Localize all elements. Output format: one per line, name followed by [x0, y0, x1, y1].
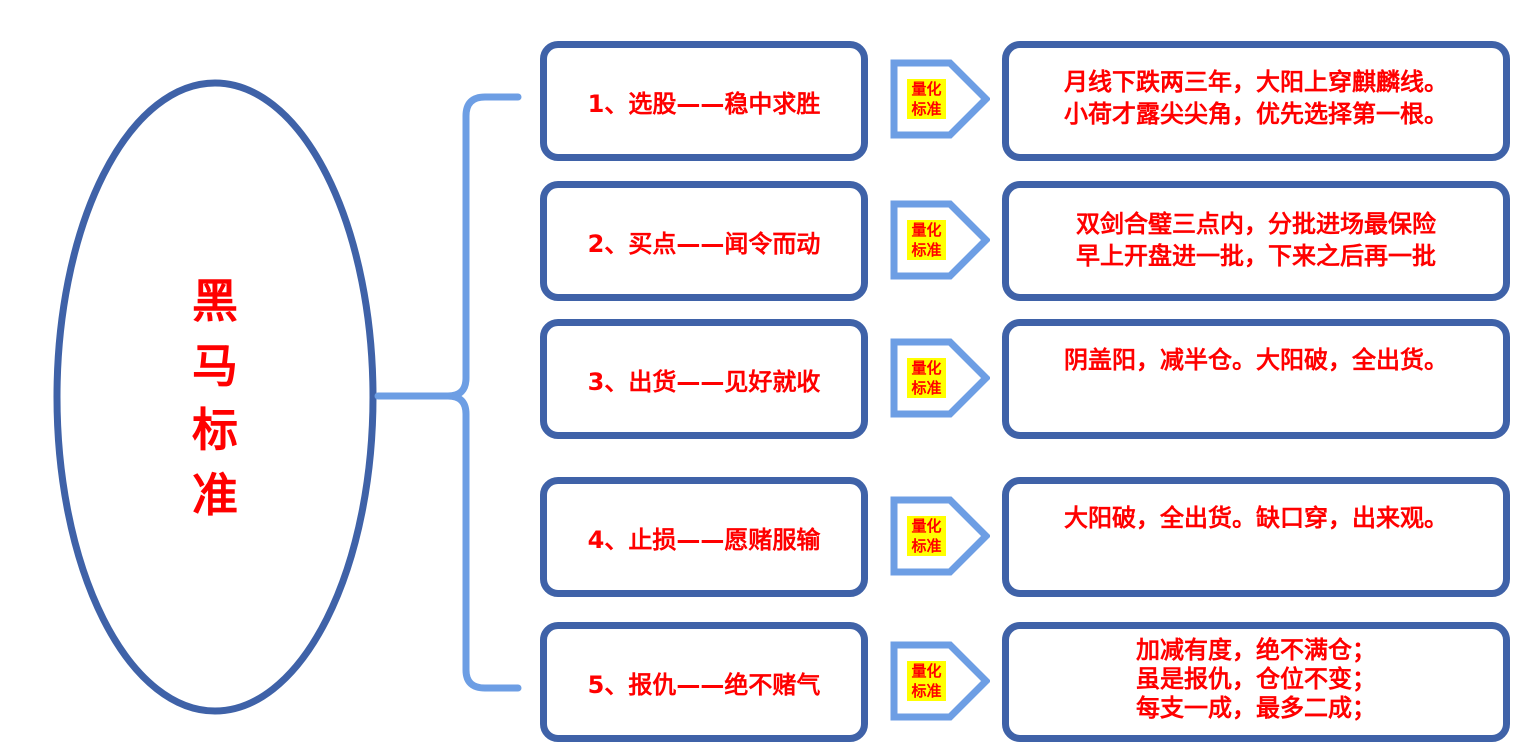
description-line: 每支一成，最多二成；: [1136, 694, 1376, 722]
step-label: 2、买点——闻令而动: [587, 229, 821, 258]
tag-label: 量化标准: [907, 661, 946, 701]
tag-label: 量化标准: [907, 220, 946, 260]
quantified-standard-arrow-5: 量化标准: [890, 641, 990, 721]
step-box-5: 5、报仇——绝不赌气: [540, 622, 868, 742]
description-line: 月线下跌两三年，大阳上穿麒麟线。: [1064, 68, 1448, 96]
quantified-standard-arrow-2: 量化标准: [890, 200, 990, 280]
step-label: 5、报仇——绝不赌气: [587, 670, 821, 699]
tag-label: 量化标准: [907, 516, 946, 556]
description-box-2: 双剑合璧三点内，分批进场最保险 早上开盘进一批，下来之后再一批: [1002, 181, 1510, 301]
description-box-1: 月线下跌两三年，大阳上穿麒麟线。 小荷才露尖尖角，优先选择第一根。: [1002, 41, 1510, 161]
tag-label: 量化标准: [907, 79, 946, 119]
quantified-standard-arrow-4: 量化标准: [890, 496, 990, 576]
description-line: 加减有度，绝不满仓；: [1136, 636, 1376, 664]
step-box-1: 1、选股——稳中求胜: [540, 41, 868, 161]
description-line: 大阳破，全出货。缺口穿，出来观。: [1064, 504, 1448, 532]
step-label: 4、止损——愿赌服输: [587, 525, 821, 554]
step-label: 1、选股——稳中求胜: [587, 89, 821, 118]
step-box-4: 4、止损——愿赌服输: [540, 477, 868, 597]
description-line: 双剑合璧三点内，分批进场最保险: [1076, 210, 1436, 238]
description-line: 虽是报仇，仓位不变；: [1136, 665, 1376, 693]
description-line: 阴盖阳，减半仓。大阳破，全出货。: [1064, 346, 1448, 374]
quantified-standard-arrow-1: 量化标准: [890, 59, 990, 139]
tag-label: 量化标准: [907, 358, 946, 398]
center-title: 黑 马 标 准: [150, 278, 280, 518]
description-box-5: 加减有度，绝不满仓； 虽是报仇，仓位不变； 每支一成，最多二成；: [1002, 622, 1510, 742]
description-line: 小荷才露尖尖角，优先选择第一根。: [1064, 100, 1448, 128]
description-box-4: 大阳破，全出货。缺口穿，出来观。: [1002, 477, 1510, 597]
step-box-3: 3、出货——见好就收: [540, 319, 868, 439]
center-ellipse: [53, 79, 377, 715]
description-line: 早上开盘进一批，下来之后再一批: [1076, 242, 1436, 270]
center-title-char: 标: [192, 403, 238, 458]
step-label: 3、出货——见好就收: [587, 367, 821, 396]
center-title-char: 准: [192, 467, 238, 522]
bracket: [374, 93, 522, 692]
center-title-char: 黑: [192, 274, 238, 328]
center-title-char: 马: [192, 338, 238, 393]
quantified-standard-arrow-3: 量化标准: [890, 338, 990, 418]
step-box-2: 2、买点——闻令而动: [540, 181, 868, 301]
description-box-3: 阴盖阳，减半仓。大阳破，全出货。: [1002, 319, 1510, 439]
